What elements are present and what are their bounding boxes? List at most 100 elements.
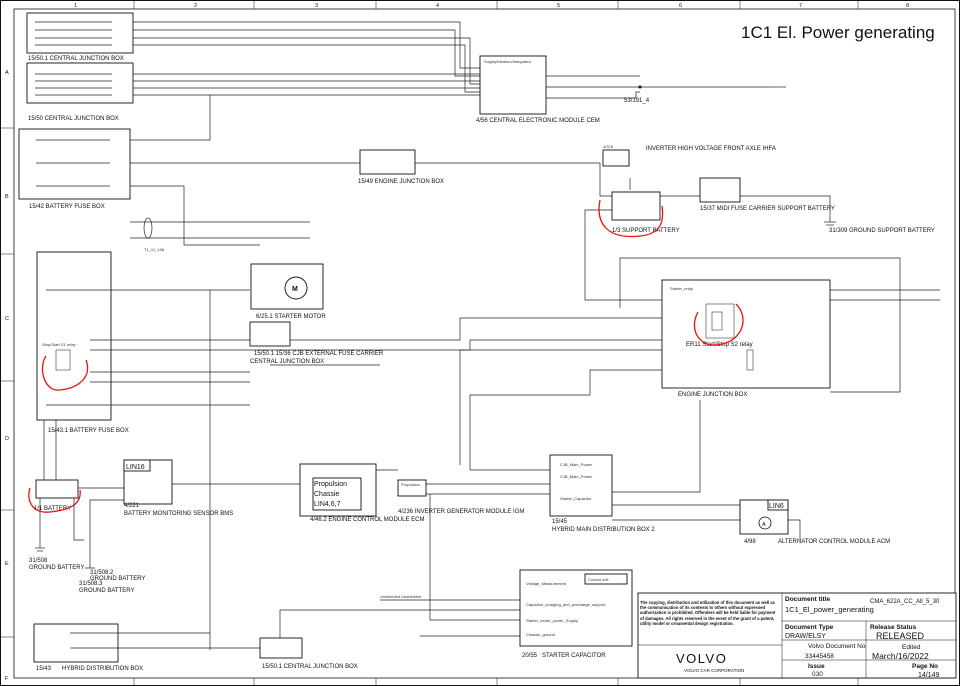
hmdb-f3: Starter_Capacitor	[560, 496, 592, 501]
hmdb-f1: CJB_Main_Power	[560, 462, 593, 467]
inverter: 4/378 INVERTER HIGH VOLTAGE FRONT AXLE I…	[602, 144, 776, 167]
diagram-title: 1C1 El. Power generating	[741, 23, 935, 42]
wires-row-f	[118, 599, 520, 649]
wires-row-c	[111, 257, 940, 470]
starter-cap-num: 20/55	[522, 653, 538, 659]
ecm: Propulsion Chassie LIN4,6,7 4/46.2 ENGIN…	[299, 463, 424, 523]
annotation-support-battery	[598, 199, 664, 238]
cem-text: Supply/Medium/Integrated	[484, 59, 531, 64]
cjb-external-fuse: 15/50.1 15/36 CJB EXTERNAL FUSE CARRIER …	[249, 321, 384, 365]
midi-fuse-label: 15/37 MIDI FUSE CARRIER SUPPORT BATTERY	[700, 206, 835, 212]
row-label: A	[5, 70, 9, 76]
volvo-corporation: VOLVO CAR CORPORATION	[684, 668, 744, 673]
hmdb: CJB_Main_Power CJB_Main_Power Starter_Ca…	[549, 454, 655, 533]
cap-power: Starter_motor_power_Supply	[526, 618, 578, 623]
battery-fuse-box-b: 15/42 BATTERY FUSE BOX	[18, 128, 131, 210]
battery-label: 1/1 BATTERY	[34, 506, 71, 512]
fuse-t1: T1_11_138	[143, 217, 165, 252]
ejb-b-label: 15/49 ENGINE JUNCTION BOX	[358, 179, 444, 185]
hybrid-dist-num: 15/43	[36, 666, 52, 672]
hmdb-f2: CJB_Main_Power	[560, 474, 593, 479]
ground-battery2-label: GROUND BATTERY	[90, 576, 145, 582]
row-label: C	[5, 316, 9, 322]
cjb-a: 15/50 CENTRAL JUNCTION BOX	[26, 62, 134, 122]
bms-num: 4/221	[124, 503, 140, 509]
cjb-c-label: 15/50.1 15/36 CJB EXTERNAL FUSE CARRIER	[254, 351, 384, 357]
support-battery-label: 1/3 SUPPORT BATTERY	[612, 228, 680, 234]
fuse-t1-label: T1_11_138	[144, 247, 165, 252]
doc-title: 1C1_El_power_generating	[785, 605, 874, 614]
doc-code: CMA_622A_CC_All_5_30	[870, 599, 940, 605]
ground-battery3-num: 31/508.3	[79, 581, 103, 587]
ground-battery-label: GROUND BATTERY	[29, 565, 84, 571]
volvo-no: 33445458	[805, 653, 834, 660]
battery: 1/1 BATTERY	[34, 479, 79, 512]
wires-row-b	[130, 162, 831, 301]
ground-support-label: 31/309 GROUND SUPPORT BATTERY	[829, 228, 935, 234]
release-status: RELEASED	[876, 631, 925, 641]
inner-border	[13, 8, 956, 679]
cjb-c2-label: CENTRAL JUNCTION BOX	[250, 359, 324, 365]
col-label: 8	[906, 3, 909, 9]
volvo-logo: VOLVO	[676, 651, 727, 666]
lin16-label: LIN16	[126, 464, 145, 471]
column-ruler: 1 2 3 4 5 6 7 8	[74, 0, 909, 686]
ecm-text-2: Chassie	[314, 491, 339, 498]
grounds: 31/508 GROUND BATTERY 31/508.2 GROUND BA…	[29, 547, 145, 594]
motor-symbol: M	[292, 286, 298, 293]
unshielded-note: Unshielded Unshielded	[380, 594, 421, 599]
page-label: Page No	[912, 663, 938, 670]
doc-type-label: Document Type	[785, 624, 834, 631]
cem-module: Supply/Medium/Integrated 4/56 CENTRAL EL…	[476, 55, 600, 124]
acm-num: 4/98	[744, 539, 756, 545]
battery-fuse-c-label: 15/43.1 BATTERY FUSE BOX	[48, 428, 129, 434]
battery-fuse-box-c: Stop/Start S1 relay 15/43.1 BATTERY FUSE…	[36, 251, 129, 434]
row-label: E	[5, 561, 9, 567]
lin6-label: LIN6	[769, 503, 784, 510]
connector-53-label: 53/191_4	[624, 98, 650, 104]
cem-label: 4/56 CENTRAL ELECTRONIC MODULE CEM	[476, 118, 600, 124]
cjb-f-label: 15/50.1 CENTRAL JUNCTION BOX	[262, 664, 358, 670]
hybrid-dist-box: 15/43 HYBRID DISTRIBUTION BOX	[33, 623, 143, 672]
ground-battery-num: 31/508	[29, 558, 48, 564]
starter-motor: M 6/25.1 STARTER MOTOR	[250, 263, 326, 320]
acm: LIN6 A 4/98 ALTERNATOR CONTROL MODULE AC…	[739, 499, 890, 545]
copyright-note: The copying, distribution and utilizatio…	[640, 600, 776, 626]
release-label: Release Status	[870, 624, 917, 631]
bms-label: BATTERY MONITORING SENSOR BMS	[124, 511, 233, 517]
wires-row-a	[130, 21, 786, 141]
doc-title-label: Document title	[785, 596, 831, 603]
page-number: 14/149	[918, 672, 940, 679]
hmdb-num: 15/45	[552, 519, 568, 525]
connector-53: 53/191_4	[624, 85, 650, 104]
starter-capacitor: Control unit Voltage_Measurement Capacit…	[519, 569, 633, 659]
annotation-relay-s2	[693, 303, 744, 346]
annotation-relay-s1	[41, 355, 89, 391]
ejb-c: Starter_relay ER11 Start/Stop S2 relay E…	[661, 279, 831, 398]
ejb-b: 15/49 ENGINE JUNCTION BOX	[358, 149, 444, 185]
hybrid-dist-label: HYBRID DISTRIBUTION BOX	[62, 666, 143, 672]
cjb-top: 15/50.1 CENTRAL JUNCTION BOX	[26, 12, 134, 62]
row-label: F	[5, 676, 9, 682]
support-battery: 1/3 SUPPORT BATTERY	[611, 191, 680, 234]
row-label: B	[5, 194, 9, 200]
acm-symbol: A	[762, 522, 766, 528]
acm-label: ALTERNATOR CONTROL MODULE ACM	[778, 539, 890, 545]
igm-box-text: Propulsion	[401, 482, 420, 487]
edited-date: March/16/2022	[872, 651, 929, 661]
cjb-top-label: 15/50.1 CENTRAL JUNCTION BOX	[28, 56, 124, 62]
igm-label: 4/236 INVERTER GENERATOR MODULE IGM	[398, 509, 524, 515]
ground-battery3-label: GROUND BATTERY	[79, 588, 134, 594]
ecm-text-1: Propulsion	[314, 481, 347, 488]
ejb-c-inner: Starter_relay	[670, 286, 693, 291]
col-label: 1	[74, 3, 77, 9]
ecm-label: 4/46.2 ENGINE CONTROL MODULE ECM	[310, 517, 424, 523]
starter-cap-label: STARTER CAPACITOR	[542, 653, 606, 659]
bms: LIN16 4/221 BATTERY MONITORING SENSOR BM…	[123, 459, 233, 517]
issue-label: Issue	[808, 663, 825, 670]
col-label: 6	[679, 3, 682, 9]
annotation-battery	[28, 487, 81, 513]
relay-s1-label: Stop/Start S1 relay	[42, 342, 76, 347]
issue: 030	[812, 671, 823, 678]
